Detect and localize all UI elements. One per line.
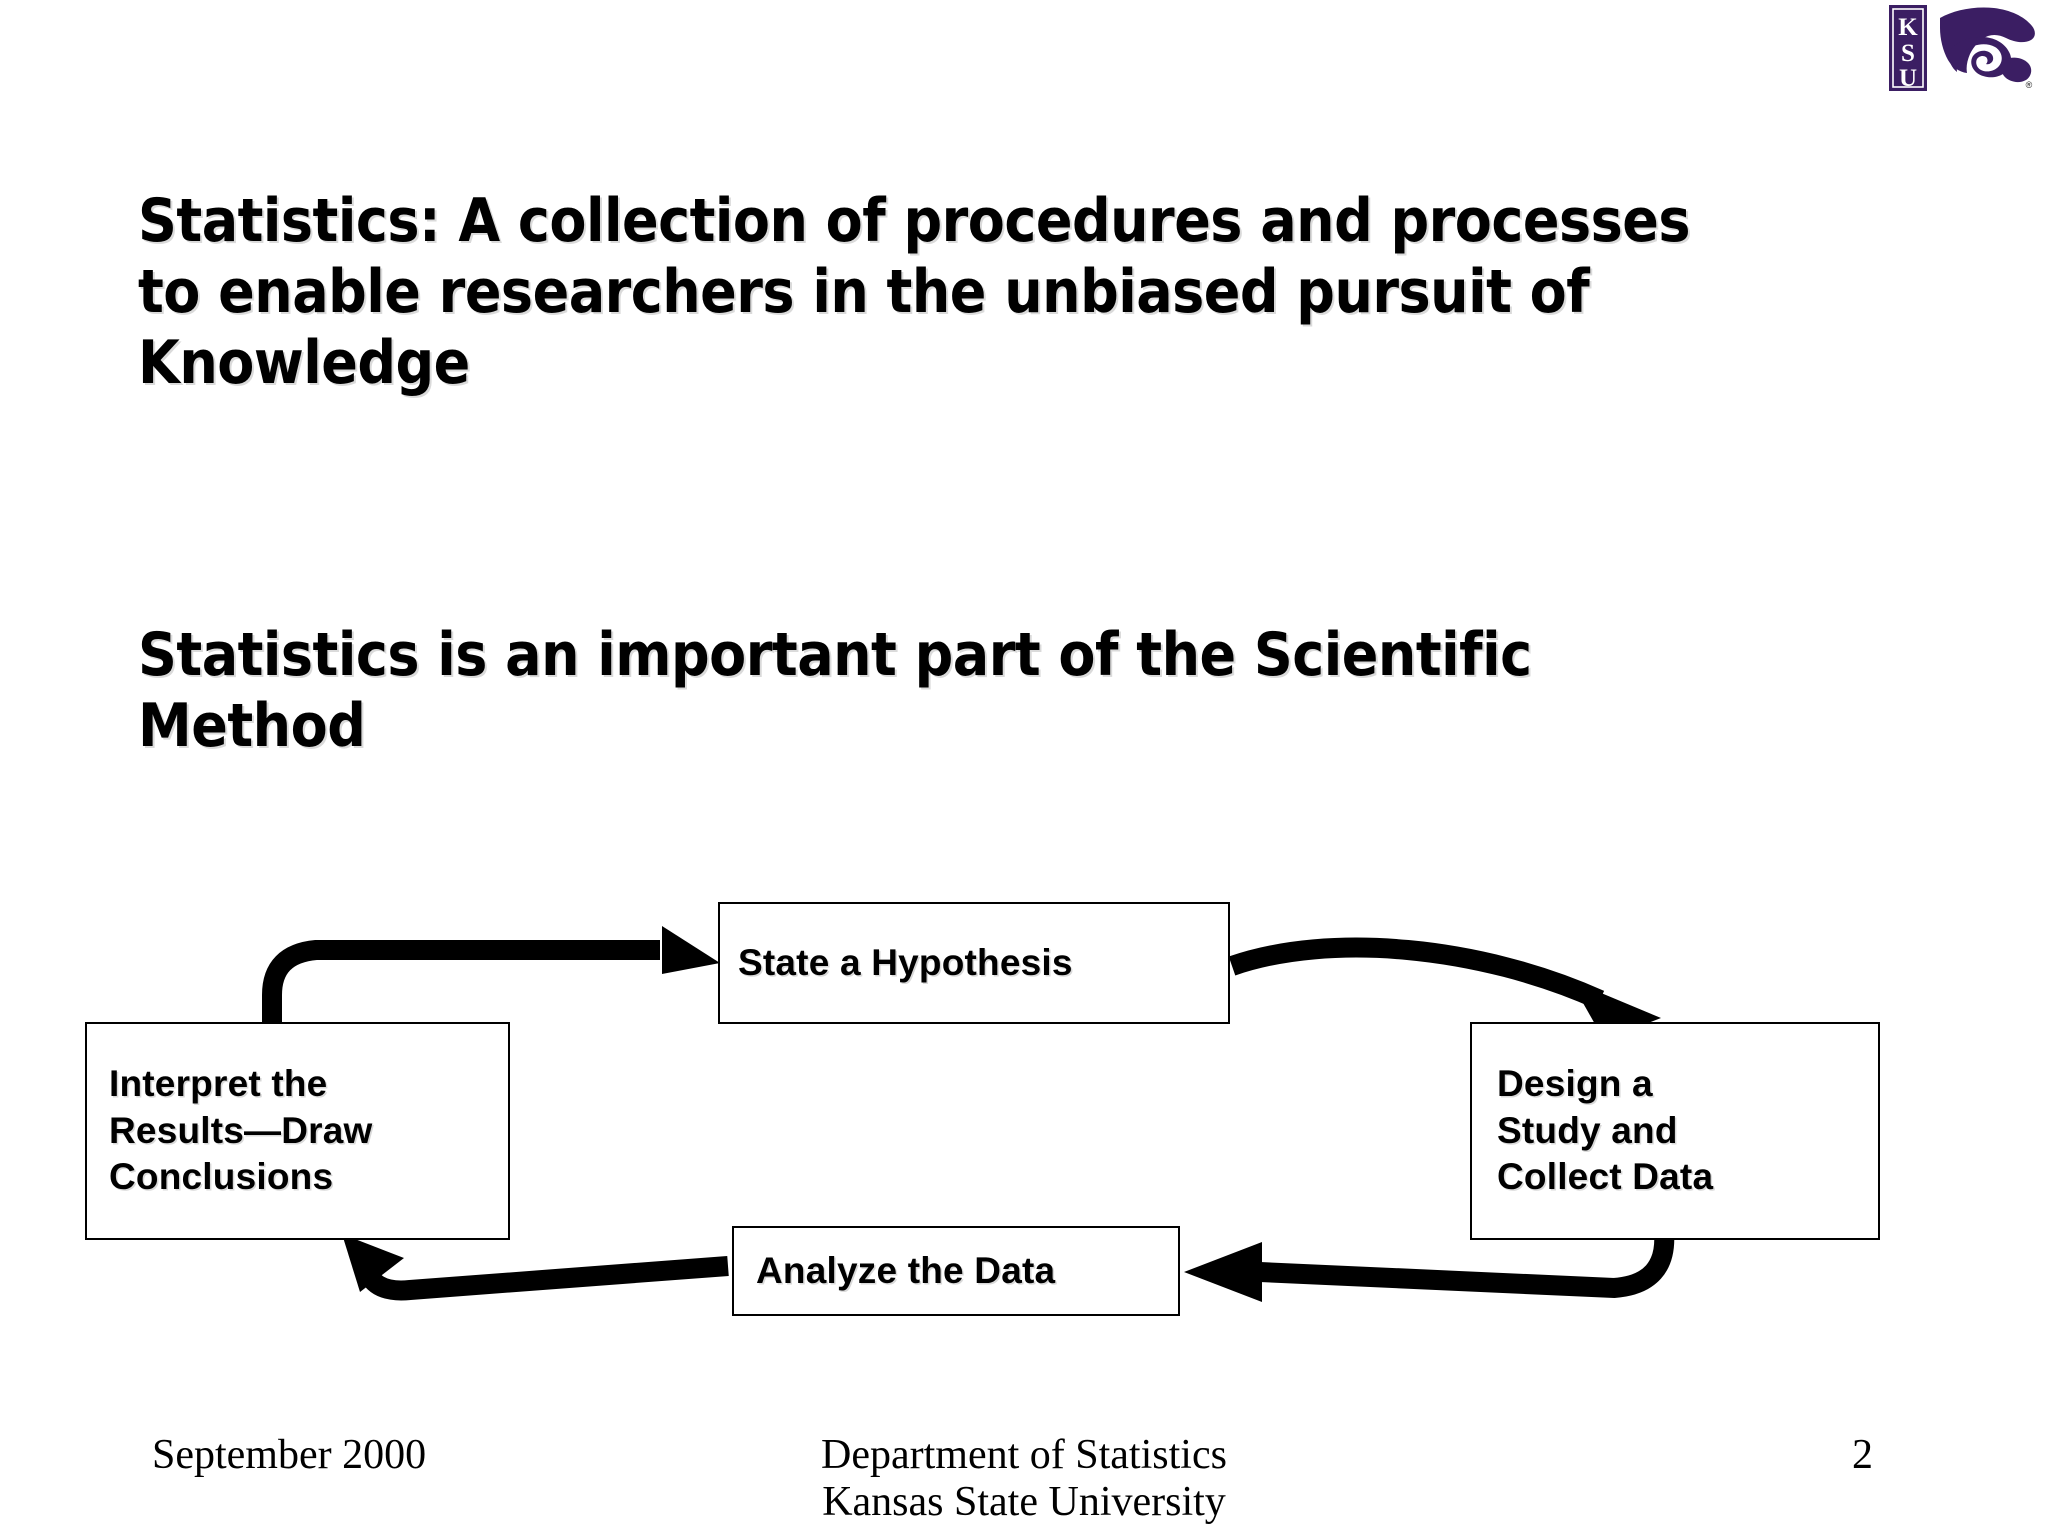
footer-date: September 2000 [152, 1432, 427, 1478]
diagram-node-design-study[interactable]: Design a Study and Collect Data [1470, 1022, 1880, 1240]
svg-text:K: K [1898, 14, 1918, 41]
arrow-design-to-analyze [1184, 1231, 1675, 1302]
diagram-node-interpret-results[interactable]: Interpret the Results—Draw Conclusions [85, 1022, 510, 1240]
registered-trademark-icon: ® [2026, 80, 2033, 90]
wildcat-head-icon [1940, 7, 2035, 83]
page-title-secondary: Statistics is an important part of the S… [138, 620, 1532, 761]
svg-text:U: U [1899, 65, 1917, 92]
diagram-node-state-a-hypothesis[interactable]: State a Hypothesis [718, 902, 1230, 1024]
arrow-analyze-to-interpret [342, 1234, 729, 1301]
diagram-node-analyze-data[interactable]: Analyze the Data [732, 1226, 1180, 1316]
scientific-method-diagram: State a Hypothesis Interpret the Results… [0, 860, 2048, 1360]
svg-text:S: S [1901, 40, 1915, 67]
footer-organization: Department of Statistics Kansas State Un… [821, 1432, 1227, 1526]
diagram-arrows [262, 926, 1675, 1302]
page-title-primary: Statistics: A collection of procedures a… [138, 186, 1691, 398]
ksu-wildcat-logo: K S U ® [1888, 4, 2038, 92]
footer-page-number: 2 [1852, 1432, 1873, 1478]
ksu-monogram-icon: K S U [1889, 5, 1927, 92]
arrow-interpret-to-hypothesis [262, 926, 720, 1028]
